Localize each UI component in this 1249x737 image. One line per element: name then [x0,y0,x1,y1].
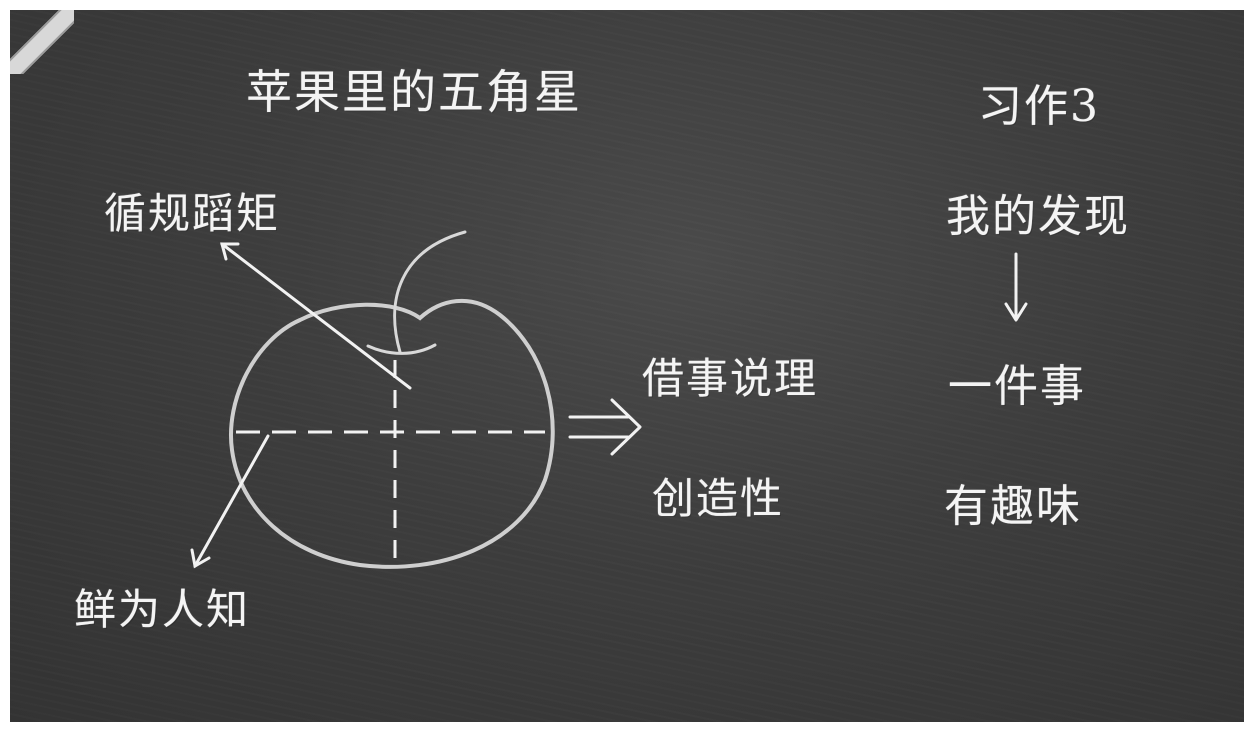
arrow-to-rare [193,434,270,568]
label-follow-rules: 循规蹈矩 [104,189,281,238]
apple-leaf [366,343,437,355]
label-creativity: 创造性 [652,474,785,523]
arrow-head-rule [220,242,240,261]
arrow-to-rule [220,242,412,390]
arrow-head-rare [190,548,211,569]
right-item-one-thing: 一件事 [948,361,1086,412]
apple-outline [229,298,555,569]
apple-stem [393,230,467,354]
board-title: 苹果里的五角星 [246,65,582,119]
double-arrow-head [610,398,642,456]
right-heading: 习作3 [978,81,1100,132]
right-item-interesting: 有趣味 [944,481,1082,532]
down-arrow-head [1004,302,1028,322]
right-topic: 我的发现 [946,191,1130,242]
label-little-known: 鲜为人知 [74,585,251,634]
label-reasoning: 借事说理 [642,354,819,403]
